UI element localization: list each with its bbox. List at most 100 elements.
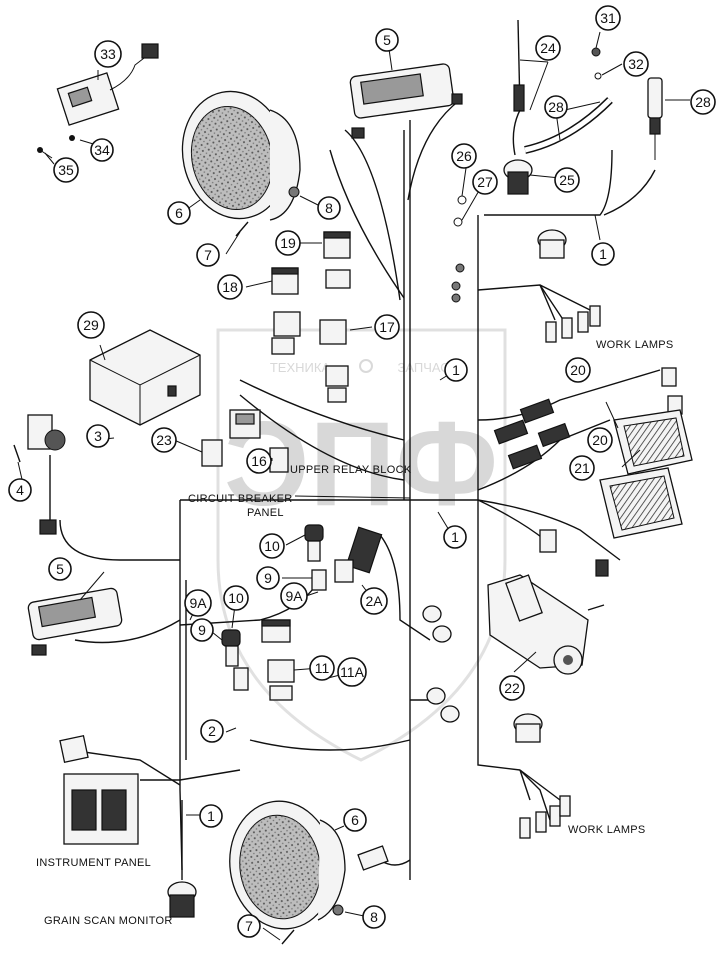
callout-6-lower: 6	[343, 808, 367, 832]
callout-35: 35	[53, 157, 79, 183]
svg-text:20: 20	[570, 362, 586, 378]
instrument-panel	[59, 734, 139, 845]
nut-34	[69, 135, 75, 141]
relays-17	[271, 311, 349, 403]
callout-16: 16	[246, 448, 272, 474]
callout-24: 24	[535, 35, 561, 61]
svg-text:20: 20	[592, 432, 608, 448]
callout-29: 29	[77, 311, 105, 339]
svg-text:1: 1	[452, 362, 460, 378]
callout-9-upper: 9	[256, 566, 280, 590]
upper-relay-block	[201, 409, 289, 473]
work-lamps-lower-label: WORK LAMPS	[568, 824, 646, 836]
callout-1-lower: 1	[199, 804, 223, 828]
callout-20-a: 20	[565, 357, 591, 383]
grain-scan-monitor-label: GRAIN SCAN MONITOR	[44, 915, 173, 927]
svg-text:7: 7	[245, 918, 253, 934]
callout-34: 34	[90, 138, 114, 162]
callout-3: 3	[86, 424, 110, 448]
callout-21: 21	[569, 455, 595, 481]
callout-27: 27	[472, 169, 498, 195]
speaker-lower	[229, 800, 346, 930]
callout-20-b: 20	[587, 427, 613, 453]
work-lamp-plugs-upper	[545, 305, 601, 343]
callout-25: 25	[554, 167, 580, 193]
callout-8-lower: 8	[362, 905, 386, 929]
screw-7-upper	[235, 221, 249, 237]
svg-text:2: 2	[208, 723, 216, 739]
callout-7-lower: 7	[237, 914, 261, 938]
antenna-cable	[524, 97, 613, 154]
circuit-breaker-label-line1: CIRCUIT BREAKER	[188, 493, 293, 505]
svg-text:1: 1	[451, 529, 459, 545]
svg-text:5: 5	[56, 561, 64, 577]
relays-11	[261, 619, 295, 701]
svg-text:10: 10	[264, 538, 280, 554]
callout-7-upper: 7	[196, 243, 220, 267]
switch-panel-lower	[27, 519, 123, 656]
switch-28	[647, 77, 663, 160]
svg-text:9: 9	[264, 570, 272, 586]
svg-text:31: 31	[600, 10, 616, 26]
work-lamps-21	[599, 409, 693, 539]
svg-text:11: 11	[315, 660, 330, 676]
connector-2a	[334, 526, 383, 583]
svg-text:29: 29	[83, 317, 99, 333]
callout-9a-lower: 9A	[184, 589, 212, 617]
svg-text:6: 6	[175, 205, 183, 221]
svg-text:1: 1	[599, 246, 607, 262]
callout-8-upper: 8	[317, 196, 341, 220]
svg-text:3: 3	[94, 428, 102, 444]
callout-28-cable: 28	[544, 95, 568, 119]
component-9	[233, 569, 327, 691]
callout-6-upper: 6	[167, 201, 191, 225]
callout-26: 26	[451, 143, 477, 169]
callout-5-upper: 5	[375, 28, 399, 52]
svg-text:33: 33	[100, 46, 116, 62]
svg-text:11A: 11A	[340, 664, 365, 680]
screw-35	[37, 147, 53, 159]
callout-9-lower: 9	[190, 618, 214, 642]
relays-18-19	[271, 231, 351, 295]
callout-22: 22	[499, 675, 525, 701]
instrument-panel-label: INSTRUMENT PANEL	[36, 857, 151, 869]
callout-19: 19	[275, 230, 301, 256]
svg-text:34: 34	[94, 142, 110, 158]
callout-23: 23	[151, 427, 177, 453]
svg-text:25: 25	[559, 172, 575, 188]
svg-text:1: 1	[207, 808, 215, 824]
svg-text:9A: 9A	[189, 595, 207, 611]
svg-text:10: 10	[228, 590, 244, 606]
washer-32	[594, 72, 602, 80]
fuse-holder-10-lower	[221, 629, 241, 667]
screw-7-lower	[281, 929, 295, 945]
relay-module-33	[56, 43, 159, 126]
callout-2a: 2A	[360, 587, 388, 615]
svg-text:17: 17	[379, 319, 395, 335]
work-lamp-plugs-lower	[519, 795, 571, 839]
callout-11: 11	[309, 655, 335, 681]
callout-10-lower: 10	[223, 585, 249, 611]
speaker-upper	[181, 90, 301, 221]
svg-text:35: 35	[58, 162, 74, 178]
svg-text:22: 22	[504, 680, 520, 696]
callout-10-upper: 10	[259, 533, 285, 559]
clip-8-upper	[288, 186, 300, 198]
callout-17: 17	[374, 314, 400, 340]
svg-text:24: 24	[540, 40, 556, 56]
svg-text:7: 7	[204, 247, 212, 263]
svg-text:23: 23	[156, 432, 172, 448]
callout-1-mid-b: 1	[443, 525, 467, 549]
svg-text:4: 4	[16, 482, 24, 498]
svg-text:16: 16	[251, 453, 267, 469]
callout-28-switch: 28	[690, 89, 716, 115]
grain-scan-monitor-connector	[167, 800, 197, 918]
callout-1-mid-a: 1	[444, 358, 468, 382]
svg-text:26: 26	[456, 148, 472, 164]
clip-8-lower	[332, 904, 344, 916]
callout-11a: 11A	[337, 657, 367, 687]
svg-text:6: 6	[351, 812, 359, 828]
antenna	[503, 19, 533, 195]
grommets	[422, 229, 567, 743]
nut-31	[591, 47, 601, 57]
